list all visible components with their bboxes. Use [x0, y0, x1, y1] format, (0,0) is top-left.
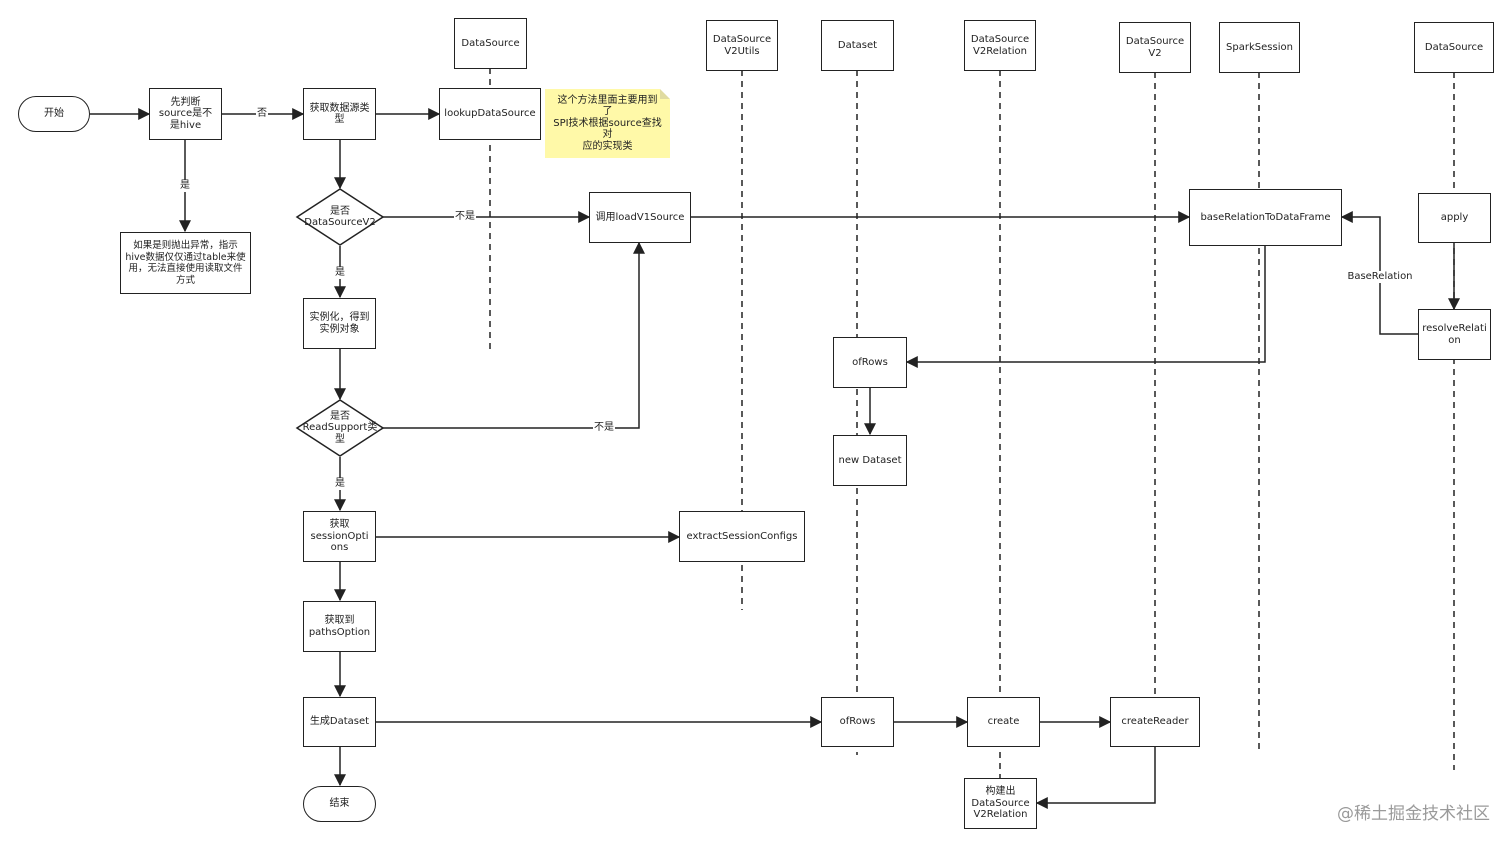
- node-hive-error: 如果是则抛出异常，指示 hive数据仅仅通过table来使 用，无法直接使用读取…: [120, 232, 251, 294]
- lifeline-head-datasource-2: DataSource: [1414, 22, 1494, 73]
- node-apply: apply: [1418, 193, 1491, 243]
- lifeline-head-dataset: Dataset: [821, 20, 894, 71]
- node-of-rows-2: ofRows: [821, 697, 894, 747]
- node-judge-hive: 先判断 source是不 是hive: [149, 88, 222, 140]
- label-yes-read-support: 是: [334, 478, 346, 490]
- node-is-read-support: 是否 ReadSupport类 型: [302, 410, 378, 445]
- node-end: 结束: [303, 786, 376, 822]
- node-get-session-options: 获取 sessionOpti ons: [303, 511, 376, 562]
- sticky-note: 这个方法里面主要用到了 SPI技术根据source查找对 应的实现类: [545, 89, 670, 158]
- node-of-rows-1: ofRows: [833, 337, 907, 388]
- label-base-relation: BaseRelation: [1346, 271, 1414, 283]
- watermark: @稀土掘金技术社区: [1337, 804, 1490, 824]
- node-get-paths-option: 获取到 pathsOption: [303, 601, 376, 652]
- node-instantiate: 实例化，得到 实例对象: [303, 298, 376, 349]
- lifeline-head-datasource-1: DataSource: [454, 18, 527, 69]
- node-get-type: 获取数据源类 型: [303, 88, 376, 140]
- lifeline-head-datasource-v2relation: DataSource V2Relation: [964, 20, 1036, 71]
- node-base-relation-to-dataframe: baseRelationToDataFrame: [1189, 189, 1342, 246]
- edge-createreader-build: [1035, 747, 1156, 809]
- node-extract-session-configs: extractSessionConfigs: [679, 511, 805, 562]
- node-build-relation: 构建出 DataSource V2Relation: [964, 778, 1037, 829]
- lifeline-head-datasource-v2: DataSource V2: [1119, 22, 1191, 73]
- node-new-dataset: new Dataset: [833, 435, 907, 486]
- node-start: 开始: [18, 96, 90, 132]
- lifeline-head-datasource-v2utils: DataSource V2Utils: [706, 20, 778, 71]
- node-resolve-relation: resolveRelati on: [1418, 309, 1491, 360]
- decision-is-read-support-shape: [295, 399, 385, 457]
- node-create-reader: createReader: [1110, 697, 1200, 747]
- label-yes-hive: 是: [179, 180, 191, 192]
- edge-isreadsupport-loadv1: [383, 241, 645, 429]
- decision-is-v2-shape: [295, 188, 385, 246]
- node-load-v1-source: 调用loadV1Source: [589, 192, 691, 243]
- node-lookup-datasource: lookupDataSource: [439, 88, 541, 140]
- label-no-hive: 否: [256, 108, 268, 120]
- edge-baserelation-ofrows1: [905, 245, 1266, 368]
- sticky-note-fold: [660, 89, 670, 99]
- node-create: create: [967, 697, 1040, 747]
- lifeline-head-spark-session: SparkSession: [1219, 22, 1300, 73]
- node-is-v2: 是否 DataSourceV2: [304, 205, 376, 229]
- label-not-read-support: 不是: [593, 422, 615, 434]
- label-not-v2: 不是: [454, 211, 476, 223]
- node-gen-dataset: 生成Dataset: [303, 697, 376, 747]
- label-yes-v2: 是: [334, 267, 346, 279]
